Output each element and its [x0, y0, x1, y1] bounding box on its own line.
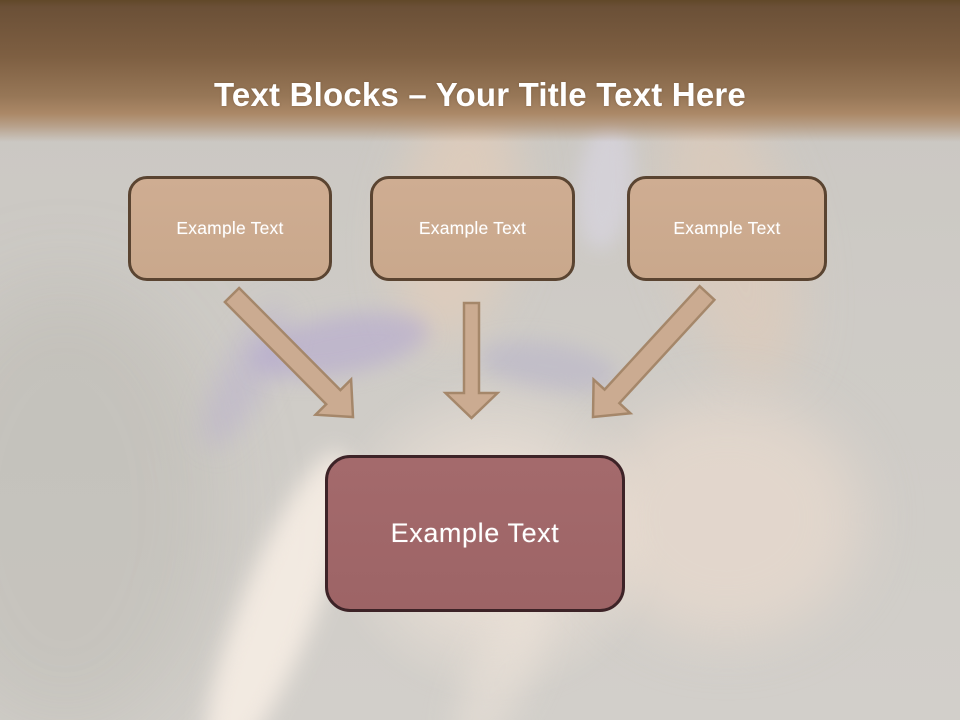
text-block-3: Example Text	[627, 176, 827, 281]
text-block-target: Example Text	[325, 455, 625, 612]
title-emphasis: Text Blocks –	[214, 76, 427, 114]
arrow-left-diagonal	[223, 286, 355, 419]
arrow-right-diagonal	[591, 284, 717, 419]
text-block-2-label: Example Text	[418, 218, 527, 238]
text-block-target-label: Example Text	[390, 518, 560, 548]
text-block-3-label: Example Text	[673, 218, 781, 238]
title-rest: Your Title Text Here	[435, 76, 746, 114]
text-block-2: Example Text	[370, 176, 575, 281]
photo-knee-highlight	[592, 398, 862, 638]
text-block-1-label: Example Text	[176, 218, 284, 238]
slide-title: Text Blocks – Your Title Text Here	[0, 76, 960, 114]
text-block-1: Example Text	[128, 176, 332, 281]
arrow-middle-down	[442, 301, 501, 420]
title-bar	[0, 0, 960, 142]
